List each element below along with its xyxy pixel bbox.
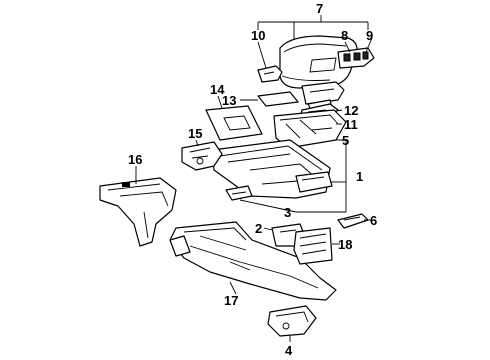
callout-9: 9	[366, 28, 373, 43]
lock-cylinder	[337, 47, 375, 69]
callout-12: 12	[344, 103, 358, 118]
callout-10-leader	[257, 41, 267, 69]
storage-bin-11	[273, 109, 347, 149]
callout-15: 15	[188, 126, 202, 141]
floor-duct-17	[169, 221, 337, 301]
callout-2: 2	[255, 221, 262, 236]
callout-7: 7	[316, 1, 323, 16]
vent-18	[293, 227, 333, 265]
callout-10: 10	[251, 28, 265, 43]
tray-14	[205, 105, 263, 141]
plate-6	[337, 213, 369, 229]
callout-3-leader	[239, 199, 297, 213]
console-body	[211, 139, 333, 199]
callout-14: 14	[210, 82, 225, 97]
bracket-15	[181, 141, 223, 171]
callout-17-leader	[229, 281, 237, 295]
callout-17: 17	[224, 293, 238, 308]
callout-15-leader	[195, 139, 199, 147]
rear-bracket-4	[267, 305, 317, 337]
armrest-lid	[279, 35, 358, 89]
callout-11: 11	[344, 117, 358, 132]
callout-16: 16	[128, 152, 142, 167]
lid-latch	[257, 65, 283, 83]
callout-7-bracket	[257, 15, 369, 40]
callout-8: 8	[341, 28, 348, 43]
callout-8-leader	[344, 41, 351, 53]
duct-16	[99, 177, 177, 247]
callout-3: 3	[284, 205, 291, 220]
callout-5: 5	[342, 133, 349, 148]
callout-2-leader	[263, 227, 273, 231]
callout-1: 1	[356, 169, 363, 184]
callout-9-leader	[365, 37, 373, 53]
callout-4: 4	[285, 343, 293, 358]
callout-14-leader	[217, 95, 223, 109]
callout-13: 13	[222, 93, 236, 108]
clip-3	[225, 185, 253, 201]
pad-13	[257, 91, 299, 107]
callout-6: 6	[370, 213, 377, 228]
callout-18: 18	[338, 237, 352, 252]
